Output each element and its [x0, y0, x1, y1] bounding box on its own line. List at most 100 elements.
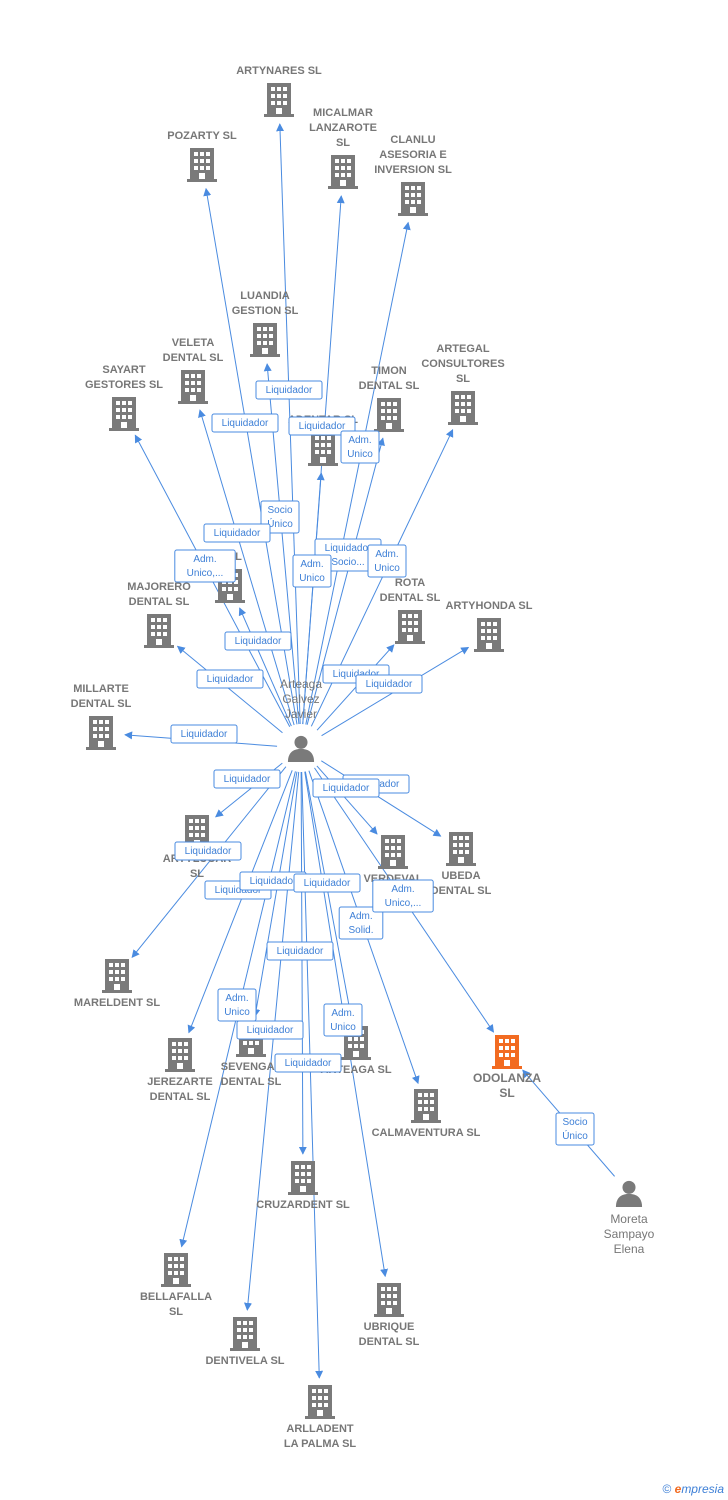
building-icon [264, 83, 294, 117]
edges-layer [124, 123, 615, 1379]
relationship-label-box [174, 549, 236, 583]
relationship-label-p1-artylucar[interactable]: Liquidador [213, 769, 281, 789]
footer-brand[interactable]: © empresia [662, 1482, 724, 1496]
relationship-label-p1-sayart[interactable]: Adm.Unico,... [174, 549, 236, 583]
company-node-cruzardent[interactable]: CRUZARDENT SL [256, 1161, 350, 1211]
relationship-label-p1-arteaga[interactable]: Adm.Solid. [338, 906, 384, 940]
relationship-role-text: Socio... [331, 557, 364, 568]
relationship-label-box [372, 879, 434, 913]
relationship-label-p1-ubrique[interactable]: Adm.Unico [323, 1003, 363, 1037]
relationship-label-box [555, 1112, 595, 1146]
company-node-pozarty[interactable]: POZARTY SL [167, 130, 237, 182]
relationship-label-p1-adentar[interactable]: Adm.Unico [292, 554, 332, 588]
relationship-label-box [217, 988, 257, 1022]
relationship-role-text: Liquidador [299, 421, 346, 432]
relationship-label-box [170, 724, 238, 744]
relationship-role-text: Unico [224, 1007, 250, 1018]
relationship-label-p1-pozarty[interactable]: Liquidador [211, 413, 279, 433]
relationship-label-box [274, 1053, 342, 1073]
relationship-label-p1-clanlu[interactable]: Adm. Unico [340, 430, 380, 464]
relationship-role-text: Unico,... [385, 898, 422, 909]
company-node-mareldent[interactable]: MARELDENT SL [74, 959, 160, 1009]
relationship-label-p1-micalmar[interactable]: Liquidador [288, 416, 356, 436]
relationship-label-box [260, 500, 300, 534]
relationship-role-text: Unico,... [187, 568, 224, 579]
company-label: VELETA [172, 337, 215, 349]
edge-p1-mareldent [131, 766, 287, 958]
company-label: ODOLANZA [473, 1071, 541, 1085]
building-icon [165, 1038, 195, 1072]
relationship-label-p1-artegal[interactable]: Adm.Unico [367, 544, 407, 578]
person-label: Moreta [610, 1212, 648, 1226]
edge-p1-timon [306, 437, 385, 725]
company-node-calmaventura[interactable]: CALMAVENTURA SL [372, 1089, 481, 1139]
relationship-label-box [213, 769, 281, 789]
relationship-role-text: Unico [347, 449, 373, 460]
company-node-dentivela[interactable]: DENTIVELA SL [205, 1317, 285, 1367]
relationship-label-p1-mareldent[interactable]: Liquidador [174, 841, 242, 861]
relationship-label-p1-bellafalla[interactable]: Adm.Unico [217, 988, 257, 1022]
company-label: ARLLADENT [286, 1423, 353, 1435]
company-node-artynares[interactable]: ARTYNARES SL [236, 65, 322, 117]
company-label: CALMAVENTURA SL [372, 1127, 481, 1139]
company-label: DENTAL SL [163, 352, 224, 364]
relationship-label-box [338, 906, 384, 940]
company-label: UBRIQUE [364, 1321, 415, 1333]
relationship-role-text: Liquidador [185, 846, 232, 857]
relationship-role-text: Liquidador [250, 876, 297, 887]
relationship-role-text: Adm. [348, 435, 371, 446]
building-icon [250, 323, 280, 357]
relationship-label-p1-majorero[interactable]: Liquidador [196, 669, 264, 689]
company-node-veleta[interactable]: VELETA DENTAL SL [163, 337, 224, 404]
building-icon [288, 1161, 318, 1195]
relationship-label-p1-arlladent[interactable]: Liquidador [274, 1053, 342, 1073]
relationship-label-p1-dentivela[interactable]: Liquidador [236, 1020, 304, 1040]
relationship-label-p1-artynares[interactable]: Liquidador [255, 380, 323, 400]
company-label: DENTAL SL [221, 1076, 282, 1088]
relationship-role-text: Liquidador [277, 946, 324, 957]
relationship-label-p1-calmaventura[interactable]: Liquidador [293, 873, 361, 893]
relationship-role-text: Único [267, 517, 293, 530]
company-label: DENTAL SL [71, 698, 132, 710]
relationship-label-p1-artyhonda[interactable]: Liquidador [355, 674, 423, 694]
building-icon [395, 610, 425, 644]
relationship-label-p1-veleta[interactable]: Liquidador [203, 523, 271, 543]
relationship-role-text: Adm. [391, 884, 414, 895]
relationship-role-text: Liquidador [215, 885, 262, 896]
relationship-label-p1-odolanza[interactable]: Adm. Unico,... [372, 879, 434, 913]
company-label: SL [456, 373, 470, 385]
edge-p1-veleta [198, 409, 295, 726]
company-label: LUANDIA [240, 290, 290, 302]
relationship-label-p1-ubeda[interactable]: Liquidador [312, 778, 380, 798]
building-icon [178, 370, 208, 404]
company-node-artyhonda[interactable]: ARTYHONDA SL [446, 600, 533, 652]
relationship-label-p1-cruzardent[interactable]: Liquidador [266, 941, 334, 961]
relationship-label-p1-hidden1[interactable]: Liquidador [224, 631, 292, 651]
company-label: BELLAFALLA [140, 1291, 212, 1303]
relationship-label-p1-millarte[interactable]: Liquidador [170, 724, 238, 744]
person-icon [287, 735, 315, 762]
building-icon [102, 959, 132, 993]
